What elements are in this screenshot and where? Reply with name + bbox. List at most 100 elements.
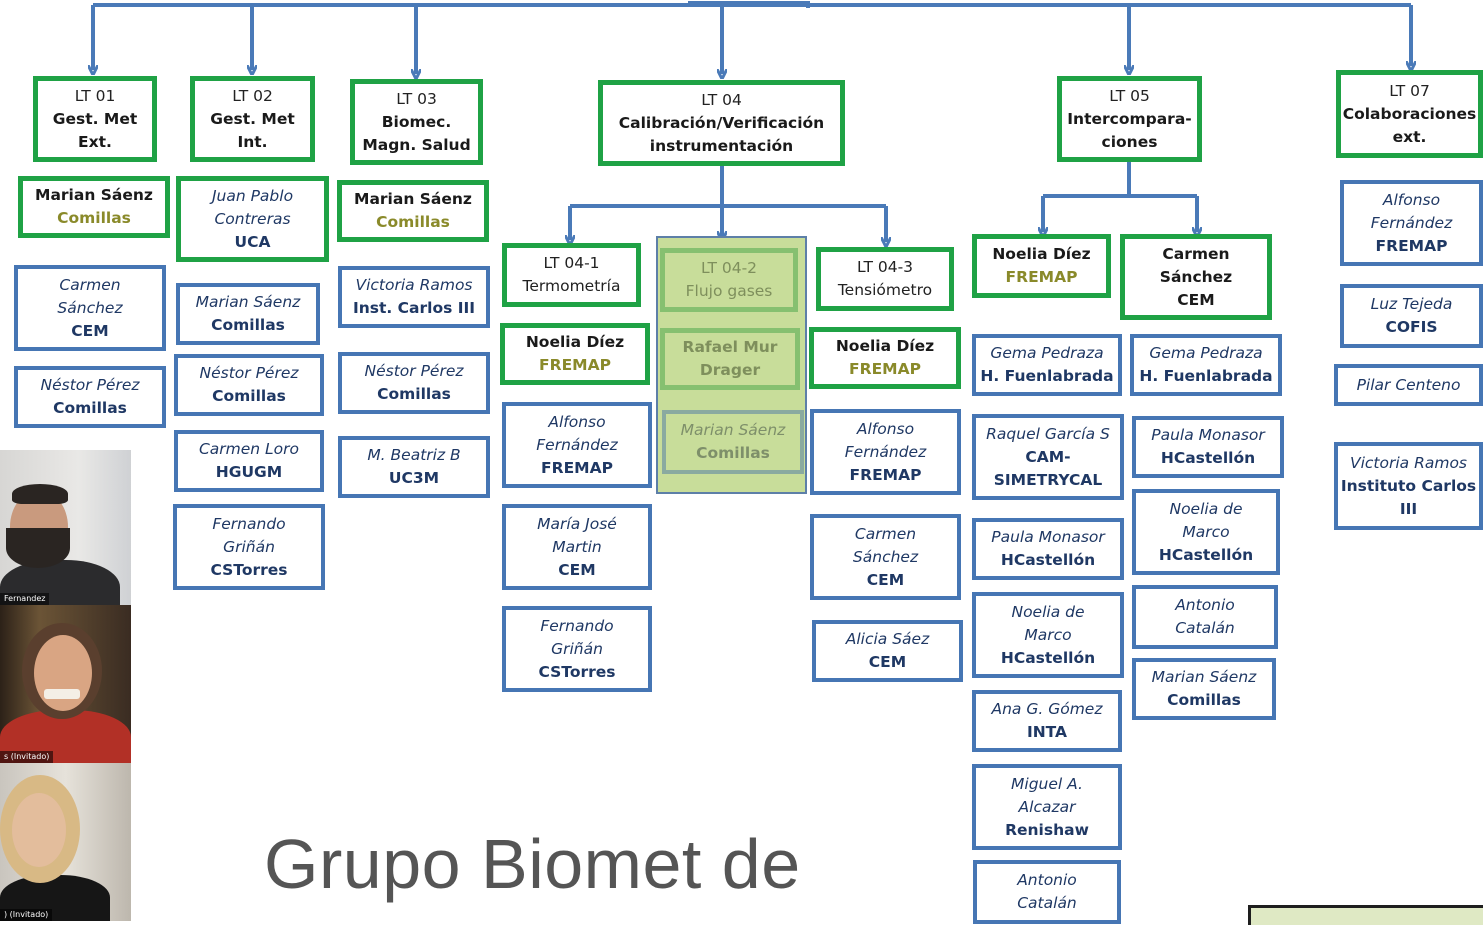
person-org: CSTorres <box>538 662 616 681</box>
unit-lt041[interactable]: LT 04-1 Termometría <box>502 243 641 307</box>
person-name: Noelia Díez <box>835 337 935 355</box>
person-org: FREMAP <box>541 458 613 477</box>
lead-lt043[interactable]: Noelia Díez FREMAP <box>809 327 961 389</box>
member-lt01[interactable]: Néstor Pérez Comillas <box>14 366 166 428</box>
person-name: Griñán <box>223 537 275 556</box>
unit-lt07[interactable]: LT 07 Colaboraciones ext. <box>1336 70 1483 158</box>
member-lt043[interactable]: Alfonso Fernández FREMAP <box>810 409 961 495</box>
person-name: Néstor Pérez <box>364 362 464 380</box>
member-lt02[interactable]: Néstor Pérez Comillas <box>174 354 324 416</box>
person-name: Raquel García S <box>986 424 1110 443</box>
person-name: Néstor Pérez <box>40 376 140 394</box>
member-lt041[interactable]: Fernando Griñán CSTorres <box>502 606 652 692</box>
person-name: Noelia de <box>1169 499 1243 518</box>
member-lt07[interactable]: Victoria Ramos Instituto Carlos III <box>1334 442 1483 530</box>
member-lt05-b[interactable]: Antonio Catalán <box>1132 585 1278 649</box>
member-lt05-b[interactable]: Gema Pedraza H. Fuenlabrada <box>1130 334 1282 396</box>
unit-code: LT 03 <box>396 89 437 108</box>
unit-lt04[interactable]: LT 04 Calibración/Verificación instrumen… <box>598 80 845 166</box>
unit-title: Ext. <box>78 132 112 151</box>
person-org: FREMAP <box>1375 236 1448 255</box>
person-org: Comillas <box>1167 691 1241 709</box>
unit-title: ciones <box>1101 132 1158 151</box>
lead-lt03[interactable]: Marian Sáenz Comillas <box>337 180 489 242</box>
member-lt05-a[interactable]: Paula Monasor HCastellón <box>972 518 1124 580</box>
unit-code: LT 04-3 <box>856 258 914 276</box>
unit-code: LT 04-1 <box>543 254 600 272</box>
member-lt041[interactable]: María José Martin CEM <box>502 504 652 590</box>
video-tile[interactable]: s (Invitado) <box>0 605 131 763</box>
member-lt01[interactable]: Carmen Sánchez CEM <box>14 265 166 351</box>
person-org: HGUGM <box>215 463 283 481</box>
person-name: Sánchez <box>852 547 919 566</box>
unit-lt05[interactable]: LT 05 Intercompara- ciones <box>1057 76 1202 162</box>
person-org: CEM <box>71 321 109 340</box>
person-name: Noelia de <box>1011 602 1085 621</box>
person-org: Instituto Carlos <box>1340 476 1477 495</box>
person-org: III <box>1399 499 1418 518</box>
unit-title: Intercompara- <box>1067 109 1192 128</box>
unit-lt043[interactable]: LT 04-3 Tensiómetro <box>816 247 954 311</box>
unit-title: Termometría <box>522 277 621 295</box>
video-caption: s (Invitado) <box>0 751 54 763</box>
member-lt02[interactable]: Marian Sáenz Comillas <box>176 283 320 345</box>
unit-lt01[interactable]: LT 01 Gest. Met Ext. <box>33 76 157 162</box>
member-lt02[interactable]: Carmen Loro HGUGM <box>174 430 324 492</box>
page-title: Grupo Biomet de <box>264 825 801 903</box>
lead-lt05-b[interactable]: Carmen Sánchez CEM <box>1120 234 1272 320</box>
person-org: Comillas <box>696 444 770 462</box>
lead-lt05-a[interactable]: Noelia Díez FREMAP <box>972 234 1111 298</box>
person-name: Martin <box>552 537 602 556</box>
person-name: Griñán <box>551 639 603 658</box>
person-org: SIMETRYCAL <box>993 470 1103 489</box>
person-name: Marco <box>1024 625 1072 644</box>
member-lt03[interactable]: Victoria Ramos Inst. Carlos III <box>338 266 490 328</box>
member-lt05-b[interactable]: Marian Sáenz Comillas <box>1132 658 1276 720</box>
person-name: Alfonso <box>856 419 915 438</box>
person-name: Gema Pedraza <box>990 344 1104 362</box>
unit-lt042[interactable]: LT 04-2 Flujo gases <box>660 248 798 312</box>
member-lt05-a[interactable]: Ana G. Gómez INTA <box>972 690 1122 752</box>
member-lt07[interactable]: Luz Tejeda COFIS <box>1340 284 1483 348</box>
unit-code: LT 02 <box>232 86 273 105</box>
member-lt043[interactable]: Alicia Sáez CEM <box>812 620 963 682</box>
unit-code: LT 04-2 <box>700 259 758 277</box>
member-lt043[interactable]: Carmen Sánchez CEM <box>810 514 961 600</box>
person-name: Néstor Pérez <box>199 364 299 382</box>
video-tile[interactable]: ) (Invitado) <box>0 763 131 921</box>
person-name: Carmen <box>1162 244 1230 263</box>
member-lt041[interactable]: Alfonso Fernández FREMAP <box>502 402 652 488</box>
member-lt05-a[interactable]: Gema Pedraza H. Fuenlabrada <box>972 334 1122 396</box>
person-org: CEM <box>868 653 907 671</box>
unit-lt03[interactable]: LT 03 Biomec. Magn. Salud <box>350 79 483 165</box>
person-name: Fernández <box>536 435 618 454</box>
member-lt042[interactable]: Marian Sáenz Comillas <box>662 410 804 474</box>
member-lt02[interactable]: Fernando Griñán CSTorres <box>173 504 325 590</box>
unit-lt02[interactable]: LT 02 Gest. Met Int. <box>190 76 315 162</box>
member-lt05-a[interactable]: Miguel A. Alcazar Renishaw <box>972 764 1122 850</box>
person-name: Carmen Loro <box>198 440 300 458</box>
person-org: Comillas <box>376 213 450 231</box>
member-lt07[interactable]: Pilar Centeno <box>1334 364 1483 406</box>
lead-lt042[interactable]: Rafael Mur Drager <box>660 328 800 390</box>
member-lt07[interactable]: Alfonso Fernández FREMAP <box>1340 180 1483 266</box>
lead-lt041[interactable]: Noelia Díez FREMAP <box>500 323 650 385</box>
member-lt05-a[interactable]: Raquel García S CAM- SIMETRYCAL <box>972 414 1124 500</box>
video-caption: ) (Invitado) <box>0 909 53 921</box>
member-lt05-b[interactable]: Paula Monasor HCastellón <box>1132 416 1284 478</box>
lead-lt01[interactable]: Marian Sáenz Comillas <box>18 176 170 238</box>
unit-title: Int. <box>237 132 268 151</box>
member-lt05-b[interactable]: Noelia de Marco HCastellón <box>1132 489 1280 575</box>
member-lt05-a[interactable]: Noelia de Marco HCastellón <box>972 592 1124 678</box>
person-org: Drager <box>699 361 761 379</box>
lead-lt02[interactable]: Juan Pablo Contreras UCA <box>176 176 329 262</box>
person-name: Juan Pablo <box>211 186 294 205</box>
unit-title: Colaboraciones <box>1342 104 1477 123</box>
root-stub <box>688 1 810 8</box>
person-name: M. Beatriz B <box>367 446 461 464</box>
person-org: COFIS <box>1385 318 1438 336</box>
member-lt03[interactable]: Néstor Pérez Comillas <box>338 352 490 414</box>
member-lt03[interactable]: M. Beatriz B UC3M <box>338 436 490 498</box>
video-tile[interactable]: Fernandez <box>0 450 131 605</box>
member-lt05-a[interactable]: Antonio Catalán <box>973 860 1121 924</box>
